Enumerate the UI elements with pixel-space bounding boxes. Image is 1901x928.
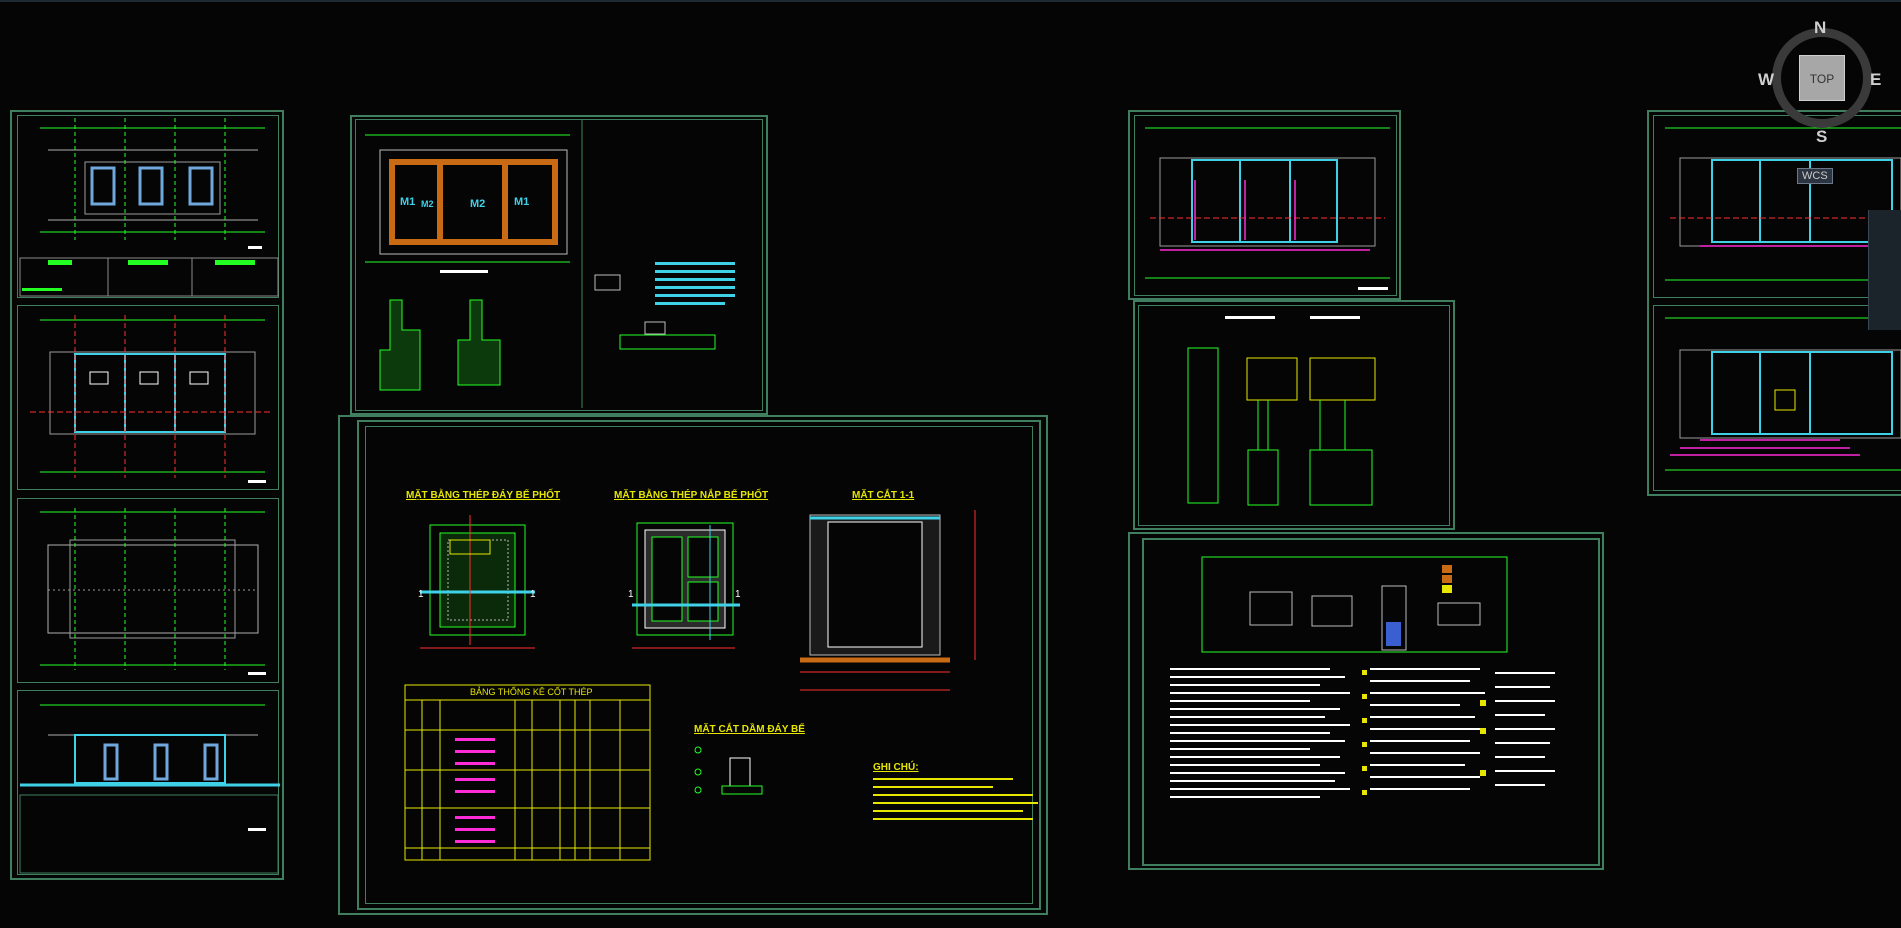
door-label-2: M2 xyxy=(421,199,434,209)
section-mark-right: 1 xyxy=(530,589,536,600)
septic-section xyxy=(800,510,976,691)
septic-bottom-plan xyxy=(420,515,535,649)
sheet-elevation-front[interactable] xyxy=(17,115,279,298)
title-section: MẶT CẮT 1-1 xyxy=(852,488,915,501)
notes-block xyxy=(873,778,1038,820)
roof-plan xyxy=(40,508,266,675)
sheet-drainage-top xyxy=(1653,115,1901,298)
sheet-roof-plan[interactable] xyxy=(17,498,279,683)
ribbon-edge xyxy=(0,0,1901,2)
viewcube-compass-ring[interactable] xyxy=(1772,28,1872,128)
water-supply xyxy=(1170,556,1555,798)
viewcube-south[interactable]: S xyxy=(1816,127,1828,146)
electrical-plan xyxy=(1145,127,1390,290)
elevation-back xyxy=(19,704,280,874)
title-beam-section: MẶT CẮT DẦM ĐÁY BỂ xyxy=(694,722,805,735)
beam-section xyxy=(694,746,763,795)
door-label-4: M1 xyxy=(514,196,529,208)
sheet-elevation-back[interactable] xyxy=(17,690,279,875)
sheet-left-column[interactable] xyxy=(10,110,284,880)
sheet-electrical-plan-inner xyxy=(1134,115,1397,296)
side-palette-tab[interactable] xyxy=(1868,210,1901,330)
section-mark-left: 1 xyxy=(418,589,424,600)
sheet-floor-plan[interactable] xyxy=(17,305,279,490)
foundation-plan xyxy=(365,119,735,408)
sheet-septic-tank[interactable] xyxy=(338,415,1048,915)
septic-top-plan xyxy=(632,522,740,649)
sheet-water-supply-inner xyxy=(1142,538,1600,866)
viewcube-north[interactable]: N xyxy=(1814,18,1827,37)
floor-plan xyxy=(30,315,270,483)
section-mark-left-2: 1 xyxy=(628,589,634,600)
sheet-septic-tank-inner xyxy=(365,426,1033,904)
rebar-table xyxy=(404,684,651,861)
section-mark-right-2: 1 xyxy=(735,589,741,600)
sheet-septic-tank-frame xyxy=(357,420,1041,910)
sheet-water-supply[interactable] xyxy=(1128,532,1604,870)
door-label-1: M1 xyxy=(400,196,415,208)
sheet-electrical-diagram[interactable] xyxy=(1133,300,1455,530)
title-top-plan: MẶT BẰNG THÉP NẮP BỂ PHỐT xyxy=(614,487,768,501)
sheet-drainage-bottom xyxy=(1653,305,1901,491)
wcs-label[interactable]: WCS xyxy=(1797,168,1833,184)
table-title: BẢNG THỐNG KÊ CỐT THÉP xyxy=(470,686,593,697)
title-bottom-plan: MẶT BẰNG THÉP ĐÁY BỂ PHỐT xyxy=(406,487,560,501)
door-label-3: M2 xyxy=(470,198,485,210)
sheet-foundation[interactable] xyxy=(350,115,768,415)
viewcube-east[interactable]: E xyxy=(1870,70,1882,89)
sheet-electrical-diagram-inner xyxy=(1138,305,1450,526)
sheet-drainage[interactable] xyxy=(1647,110,1901,496)
sheet-foundation-inner xyxy=(355,119,763,411)
elevation-front xyxy=(19,118,279,297)
electrical-diagram xyxy=(1187,316,1376,506)
viewcube-west[interactable]: W xyxy=(1758,70,1775,89)
notes-title: GHI CHÚ: xyxy=(873,760,919,773)
viewcube-top-face[interactable]: TOP xyxy=(1799,55,1845,101)
viewcube[interactable]: TOP N S W E xyxy=(1758,18,1882,146)
sheet-electrical-plan[interactable] xyxy=(1128,110,1401,300)
